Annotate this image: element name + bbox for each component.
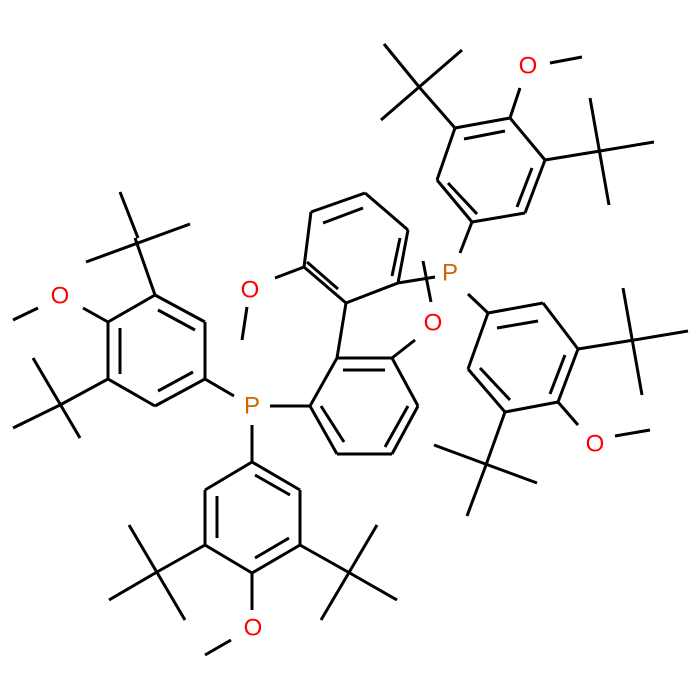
aryl-bottom — [108, 425, 398, 657]
oxygen-label-bottom: O — [244, 615, 263, 642]
oxygen-label-biphenyl-2: O — [424, 310, 443, 337]
biaryl-bond — [335, 302, 348, 359]
oxygen-label-upper-left: O — [51, 283, 70, 310]
oxygen-label-lower-right: O — [586, 431, 605, 458]
phosphorus-label-2: P — [442, 260, 458, 287]
ome-bond — [274, 265, 305, 280]
aryl-upper-left — [12, 191, 235, 439]
ome-methyl-2 — [421, 260, 433, 303]
oxygen-label-biphenyl-1: O — [241, 277, 260, 304]
biphenyl-upper-ring — [302, 191, 410, 305]
ome-bond-2 — [391, 338, 416, 360]
phosphorus-label-1: P — [244, 393, 260, 420]
aryl-lower-right — [433, 287, 689, 517]
oxygen-label-upper-right: O — [519, 53, 538, 80]
aryl-upper-right — [380, 43, 655, 254]
biphenyl-lower-ring — [308, 356, 420, 456]
ome-methyl — [240, 306, 249, 341]
